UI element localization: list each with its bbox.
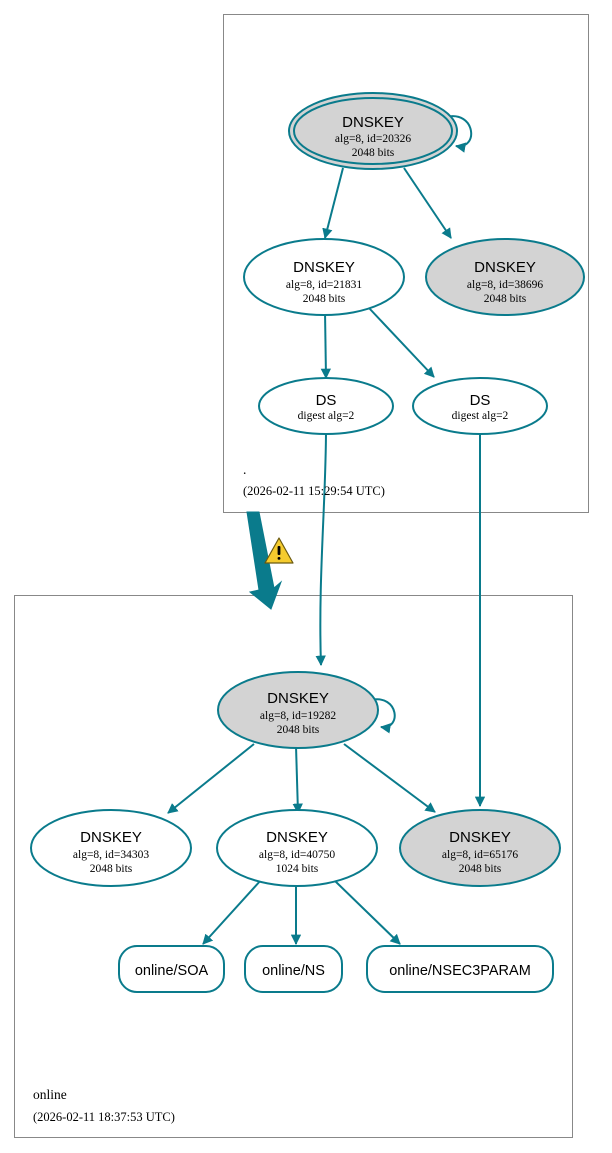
zone-timestamp-root: (2026-02-11 15:29:54 UTC)	[243, 484, 385, 498]
edge-40750-to-nsec3param	[333, 879, 401, 945]
node-rrset-online-soa[interactable]: online/SOA	[118, 945, 225, 993]
node-title: DS	[470, 392, 491, 409]
edge-ds-left-to-19282	[315, 428, 327, 667]
node-detail-alg-id: alg=8, id=38696	[467, 279, 543, 291]
node-detail-bits: 1024 bits	[276, 863, 319, 875]
node-dnskey-root-20326[interactable]: DNSKEY alg=8, id=20326 2048 bits	[288, 92, 458, 170]
node-rrset-online-ns[interactable]: online/NS	[244, 945, 343, 993]
node-title: DNSKEY	[474, 259, 536, 276]
node-dnskey-root-38696[interactable]: DNSKEY alg=8, id=38696 2048 bits	[425, 238, 585, 316]
node-detail-alg-id: alg=8, id=21831	[286, 279, 362, 291]
rrset-label: online/SOA	[135, 963, 209, 979]
edge-20326-to-38696	[403, 167, 452, 239]
warning-triangle-icon[interactable]	[264, 537, 294, 564]
edge-19282-to-34303	[167, 743, 255, 814]
zone-timestamp-online: (2026-02-11 18:37:53 UTC)	[33, 1110, 175, 1124]
node-detail-digest-alg: digest alg=2	[452, 410, 509, 422]
node-detail-bits: 2048 bits	[352, 147, 395, 159]
node-detail-digest-alg: digest alg=2	[298, 410, 355, 422]
rrset-label: online/NSEC3PARAM	[389, 963, 531, 979]
node-title: DNSKEY	[266, 829, 328, 846]
edge-self-loop-19282	[370, 698, 396, 734]
edge-20326-to-21831	[322, 167, 344, 240]
zone-label-root: .	[243, 462, 246, 477]
node-detail-alg-id: alg=8, id=65176	[442, 849, 518, 861]
node-title: DNSKEY	[449, 829, 511, 846]
node-detail-bits: 2048 bits	[277, 724, 320, 736]
node-detail-bits: 2048 bits	[90, 863, 133, 875]
edge-self-loop-20326	[445, 115, 473, 153]
node-title: DNSKEY	[267, 690, 329, 707]
edge-19282-to-65176	[343, 743, 436, 813]
edge-40750-to-soa	[202, 879, 262, 945]
node-title: DS	[316, 392, 337, 409]
node-detail-alg-id: alg=8, id=34303	[73, 849, 149, 861]
node-detail-bits: 2048 bits	[459, 863, 502, 875]
node-title: DNSKEY	[80, 829, 142, 846]
node-detail-bits: 2048 bits	[484, 293, 527, 305]
node-rrset-online-nsec3param[interactable]: online/NSEC3PARAM	[366, 945, 554, 993]
node-dnskey-online-34303[interactable]: DNSKEY alg=8, id=34303 2048 bits	[30, 809, 192, 887]
node-ds-left[interactable]: DS digest alg=2	[258, 377, 394, 435]
node-dnskey-root-21831[interactable]: DNSKEY alg=8, id=21831 2048 bits	[243, 238, 405, 316]
zone-label-online: online	[33, 1087, 67, 1102]
node-ds-right[interactable]: DS digest alg=2	[412, 377, 548, 435]
edge-delegation-root-to-online	[246, 511, 283, 610]
rrset-label: online/NS	[262, 963, 325, 979]
node-dnskey-online-40750[interactable]: DNSKEY alg=8, id=40750 1024 bits	[216, 809, 378, 887]
edge-21831-to-ds-left	[320, 310, 332, 380]
edge-19282-to-40750	[292, 745, 303, 815]
node-detail-alg-id: alg=8, id=20326	[335, 133, 411, 145]
node-detail-bits: 2048 bits	[303, 293, 346, 305]
node-dnskey-online-65176[interactable]: DNSKEY alg=8, id=65176 2048 bits	[399, 809, 561, 887]
node-title: DNSKEY	[342, 114, 404, 131]
node-detail-alg-id: alg=8, id=40750	[259, 849, 335, 861]
node-detail-alg-id: alg=8, id=19282	[260, 710, 336, 722]
node-dnskey-online-19282[interactable]: DNSKEY alg=8, id=19282 2048 bits	[217, 671, 379, 749]
edge-21831-to-ds-right	[368, 307, 435, 378]
node-title: DNSKEY	[293, 259, 355, 276]
